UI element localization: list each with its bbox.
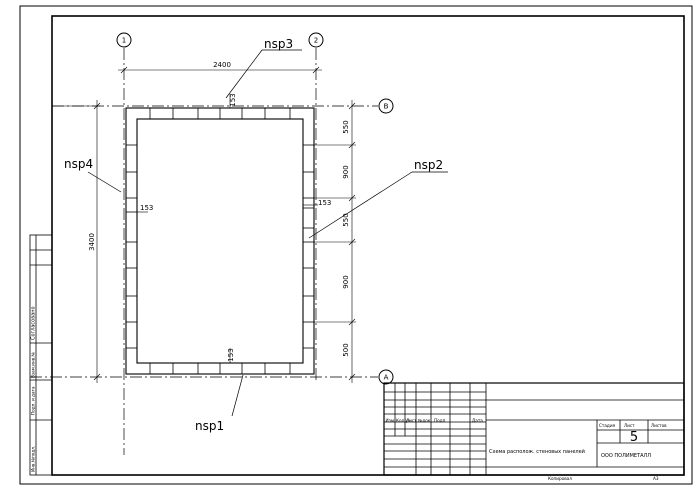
tb-sheets-label: Листов <box>651 423 667 428</box>
callout-nsp2: nsp2 <box>308 158 448 239</box>
dim-panel-top-153: 153 <box>229 93 237 106</box>
dimension-lines <box>52 66 356 383</box>
strip-signature-date: Подп. и дата <box>31 386 36 415</box>
tb-format: A3 <box>653 476 659 481</box>
callout-nsp3-label: nsp3 <box>264 37 293 51</box>
dim-chain-500: 500 <box>342 343 350 356</box>
axis-1-label: 1 <box>122 37 126 45</box>
title-block-grid <box>383 382 685 476</box>
outer-border <box>19 5 693 485</box>
wall-panels <box>125 107 315 375</box>
tb-header-date: Дата <box>472 418 483 423</box>
dim-chain-900-top: 900 <box>342 165 350 178</box>
dim-panel-left-153: 153 <box>140 204 153 212</box>
axis-2-label: 2 <box>314 37 318 45</box>
left-approval-strip <box>29 234 53 476</box>
axis-bubble-1: 1 <box>116 32 132 48</box>
callout-nsp4-label: nsp4 <box>64 157 93 171</box>
dim-chain-550-mid: 550 <box>342 213 350 226</box>
strip-agreed: Согласовано <box>31 306 37 340</box>
dim-width-2400: 2400 <box>213 61 231 69</box>
tb-drawing-title: Схема располож. стеновых панелей <box>489 448 585 455</box>
strip-inv-no: Взам.инв.№ <box>31 352 36 378</box>
axis-b-label: B <box>384 103 389 111</box>
dim-panel-right-153: 153 <box>318 199 331 207</box>
axis-lines <box>30 48 378 455</box>
tb-header-kol: Кол.уч <box>396 418 411 423</box>
callout-nsp1: nsp1 <box>195 374 244 433</box>
tb-stage-label: Стадия <box>599 423 616 428</box>
tb-header-sign: Подп. <box>434 418 447 423</box>
dim-chain-550-top: 550 <box>342 120 350 133</box>
dim-chain-900-bottom: 900 <box>342 275 350 288</box>
axis-bubble-a: A <box>378 369 394 385</box>
tb-sheet-number: 5 <box>630 430 638 445</box>
axis-a-label: A <box>384 374 389 382</box>
callout-nsp4: nsp4 <box>64 157 122 193</box>
tb-header-izm: Изм. <box>386 418 396 423</box>
axis-bubble-2: 2 <box>308 32 324 48</box>
strip-inv-orig: Инв.№подл. <box>31 446 36 472</box>
callout-nsp3: nsp3 <box>225 37 302 99</box>
tb-header-list: Лист <box>406 418 417 423</box>
callout-nsp1-label: nsp1 <box>195 419 224 433</box>
tb-sheet-label: Лист <box>624 423 635 428</box>
inner-frame <box>51 15 685 476</box>
dim-height-3400: 3400 <box>88 233 96 251</box>
tb-copied: Копировал <box>548 476 572 481</box>
tb-company: ООО ПОЛИМЕТАЛЛ <box>601 453 651 459</box>
dim-panel-bottom-153: 153 <box>227 348 235 361</box>
callout-nsp2-label: nsp2 <box>414 158 443 172</box>
axis-bubble-b: B <box>378 98 394 114</box>
tb-header-doc: №док. <box>418 418 432 423</box>
